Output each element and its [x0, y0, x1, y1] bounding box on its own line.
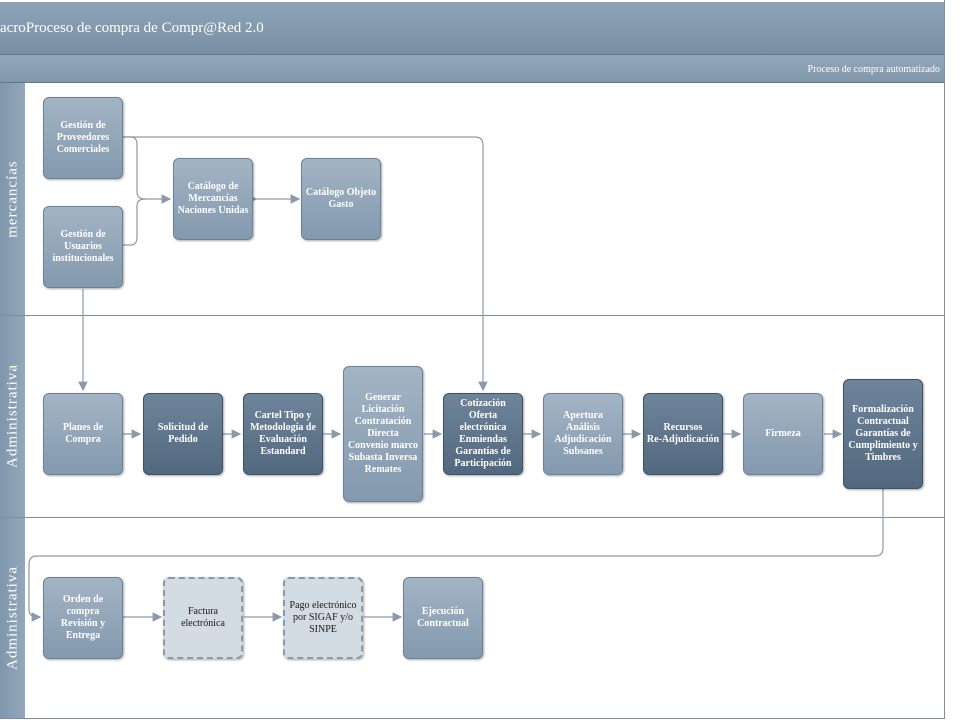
lane-divider-1 — [0, 315, 944, 316]
edge-proveedores-cotizacion — [123, 136, 488, 392]
lane-strip-2: Administrativa — [0, 316, 25, 517]
node-pago-electronico: Pago electrónico por SIGAF y/o SINPE — [283, 577, 363, 659]
edge-usuarios-catalogo — [123, 198, 146, 246]
lane-divider-2 — [0, 517, 944, 518]
lane-strip-1: mercancías — [0, 83, 25, 315]
node-recursos: Recursos Re-Adjudicación — [643, 393, 723, 475]
node-solicitud-pedido: Solicitud de Pedido — [143, 393, 223, 475]
edge-formalizacion-orden — [28, 489, 884, 622]
title-bar: acroProceso de compra de Compr@Red 2.0 — [0, 2, 944, 55]
node-apertura: Apertura Análisis Adjudicación Subsanes — [543, 393, 623, 475]
node-generar-licitacion: Generar Licitación Contratación Directa … — [343, 366, 423, 502]
subtitle-bar: Proceso de compra automatizado — [0, 55, 944, 83]
node-cartel-tipo: Cartel Tipo y Metodología de Evaluación … — [243, 393, 323, 475]
edge-proveedores-catalogo — [123, 136, 172, 204]
node-planes-compra: Planes de Compra — [43, 393, 123, 475]
node-firmeza: Firmeza — [743, 393, 823, 475]
node-cotizacion: Cotización Oferta electrónica Enmiendas … — [443, 393, 523, 475]
node-catalogo-mercancias: Catálogo de Mercancías Naciones Unidas — [173, 158, 253, 240]
node-orden-compra: Orden de compra Revisión y Entrega — [43, 577, 123, 659]
node-gestion-proveedores: Gestión de Proveedores Comerciales — [43, 97, 123, 179]
page-subtitle: Proceso de compra automatizado — [807, 64, 940, 75]
node-catalogo-objeto-gasto: Catálogo Objeto Gasto — [301, 158, 381, 240]
node-ejecucion-contractual: Ejecución Contractual — [403, 577, 483, 659]
node-formalizacion: Formalización Contractual Garantías de C… — [843, 379, 923, 489]
node-gestion-usuarios: Gestión de Usuarios institucionales — [43, 206, 123, 288]
page-title: acroProceso de compra de Compr@Red 2.0 — [0, 20, 264, 36]
node-factura-electronica: Factura electrónica — [163, 577, 243, 659]
lane-strip-3: Administrativa — [0, 518, 25, 718]
